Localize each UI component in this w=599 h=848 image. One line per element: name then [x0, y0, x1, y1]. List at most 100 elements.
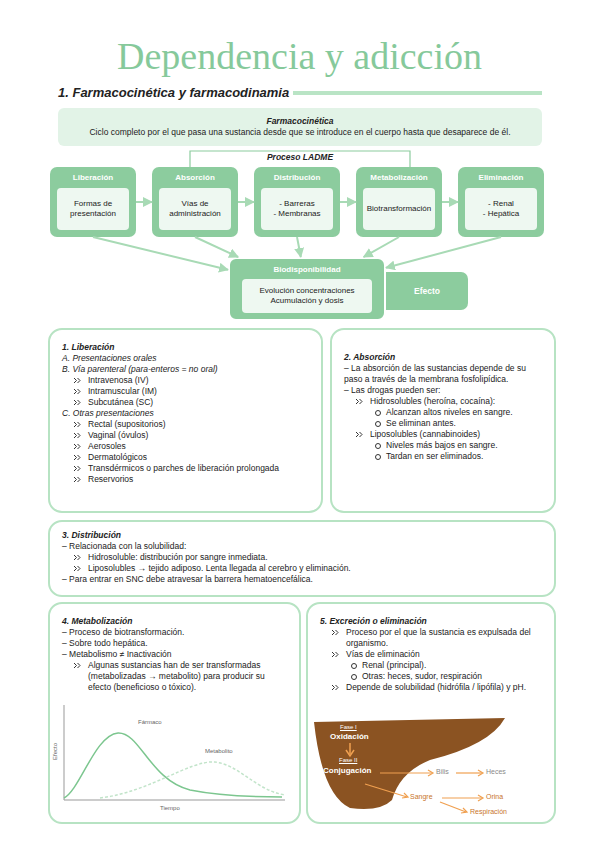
box-text: Alcanzan altos niveles en sangre. [344, 407, 542, 418]
box-text: Rectal (supositorios) [62, 419, 309, 430]
box-text: – Metabolismo ≠ Inactivación [62, 649, 287, 660]
box-text: Subcutánea (SC) [62, 397, 309, 408]
box-heading: Absorción [152, 173, 238, 183]
curve-label: Fármaco [138, 719, 162, 725]
box-text: Niveles más bajos en sangre. [344, 440, 542, 451]
phase-label: Fase I [340, 724, 357, 730]
box-heading: Biodisponibilidad [230, 265, 384, 275]
box-heading: 3. Distribución [62, 530, 542, 541]
inner-box: Vías de administración [159, 188, 231, 230]
box-text: Efecto [414, 286, 440, 296]
box-text: Renal (principal). [320, 660, 542, 671]
process-box: Eliminación - Renal- Hepática [458, 167, 544, 237]
route-label: Sangre [410, 793, 433, 800]
inner-box: - Barreras- Membranas [261, 188, 333, 230]
section-box: 1. LiberaciónA. Presentaciones oralesB. … [48, 328, 323, 513]
box-heading: 2. Absorción [344, 352, 542, 363]
title: Dependencia y adicción [0, 34, 599, 78]
box-text: – Para entrar en SNC debe atravesar la b… [62, 574, 542, 585]
flow-arrow [136, 201, 152, 203]
flow-arrow [195, 237, 238, 257]
box-text: - Membranas [273, 209, 320, 219]
route-label: Heces [486, 768, 506, 775]
inner-box: Formas de presentación [57, 188, 129, 230]
box-heading: Liberación [50, 173, 136, 183]
process-box: LiberaciónFormas de presentación [50, 167, 136, 237]
header-box: FarmacocinéticaCiclo completo por el que… [58, 108, 542, 146]
box-heading: Distribución [254, 173, 340, 183]
box-text: Proceso por el que la sustancia es expul… [320, 627, 542, 649]
box-heading: 4. Metabolización [62, 616, 287, 627]
curve-label: Metabolito [205, 748, 233, 754]
axis-label: Tiempo [160, 805, 180, 811]
flow-arrow [386, 237, 501, 268]
box-text: Aerosoles [62, 441, 309, 452]
phase-label: Conjugación [323, 766, 371, 775]
box-text: A. Presentaciones orales [62, 353, 309, 364]
box-text: - Hepática [483, 209, 519, 219]
box-text: Vías de administración [162, 199, 228, 219]
phase-label: Fase II [339, 757, 357, 763]
flow-arrow [364, 237, 399, 257]
flow-arrow [442, 201, 458, 203]
route-label: Respiración [470, 808, 507, 815]
box-text: Liposolubles (cannabinoides) [344, 429, 542, 440]
result-box: BiodisponibilidadEvolución concentracion… [228, 257, 386, 321]
box-text: B. Vía parenteral (para-enteros = no ora… [62, 364, 309, 375]
effect-box: Efecto [378, 272, 468, 310]
box-text: Ciclo completo por el que pasa una susta… [89, 127, 510, 138]
inner-box: - Renal- Hepática [465, 188, 537, 230]
box-text: Acumulación y dosis [271, 296, 344, 306]
route-label: Bilis [436, 768, 449, 775]
box-text: Vías de eliminación [320, 649, 542, 660]
box-heading: 5. Excreción o eliminación [320, 616, 542, 627]
box-heading: Eliminación [458, 173, 544, 183]
flow-arrow [238, 201, 254, 203]
box-text: Hidrosolubles (heroína, cocaína): [344, 396, 542, 407]
box-text: Transdérmicos o parches de liberación pr… [62, 463, 309, 474]
process-label: Proceso LADME [263, 152, 337, 162]
inner-box: Biotransformación [363, 188, 435, 230]
box-text: - Barreras [279, 199, 315, 209]
box-text: Intravenosa (IV) [62, 375, 309, 386]
phase-label: Oxidación [330, 732, 369, 741]
box-text: – Proceso de biotransformación. [62, 627, 287, 638]
box-text: Liposolubles → tejido adiposo. Lenta lle… [62, 563, 542, 574]
box-text: C. Otras presentaciones [62, 408, 309, 419]
route-label: Orina [486, 793, 503, 800]
box-text: Dermatológicos [62, 452, 309, 463]
axis-label: Efecto [52, 743, 58, 760]
box-text: Depende de solubilidad (hidrófila / lipó… [320, 682, 542, 693]
box-text: Vaginal (óvulos) [62, 430, 309, 441]
process-box: Distribución - Barreras- Membranas [254, 167, 340, 237]
box-text: – Las drogas pueden ser: [344, 385, 542, 396]
phase-arrow-head [346, 750, 354, 756]
inner-box: Evolución concentracionesAcumulación y d… [242, 279, 372, 313]
box-text: Se eliminan antes. [344, 418, 542, 429]
process-box: AbsorciónVías de administración [152, 167, 238, 237]
box-text: – Sobre todo hepática. [62, 638, 287, 649]
box-text: Intramuscular (IM) [62, 386, 309, 397]
phase-arrow [349, 743, 351, 754]
box-text: – Relacionada con la solubilidad: [62, 541, 542, 552]
box-text: Biotransformación [367, 204, 431, 214]
section-box: 3. Distribución– Relacionada con la solu… [48, 520, 556, 597]
section-heading: 1. Farmacocinética y farmacodinamia [58, 85, 293, 100]
box-text: Formas de presentación [60, 199, 126, 219]
box-text: Evolución concentraciones [259, 286, 354, 296]
section-box: 2. Absorción– La absorción de las sustan… [330, 328, 556, 513]
box-text: Otras: heces, sudor, respiración [320, 671, 542, 682]
box-text: – La absorción de las sustancias depende… [344, 363, 542, 385]
box-text: Algunas sustancias han de ser transforma… [62, 660, 287, 693]
box-heading: 1. Liberación [62, 342, 309, 353]
section-box: 4. Metabolización– Proceso de biotransfo… [48, 602, 301, 824]
ladme-bracket [190, 151, 410, 168]
box-text: - Renal [488, 199, 514, 209]
box-text: Tardan en ser eliminados. [344, 451, 542, 462]
title-bar [280, 91, 542, 95]
box-text: Reservorios [62, 474, 309, 485]
box-heading: Metabolización [356, 173, 442, 183]
